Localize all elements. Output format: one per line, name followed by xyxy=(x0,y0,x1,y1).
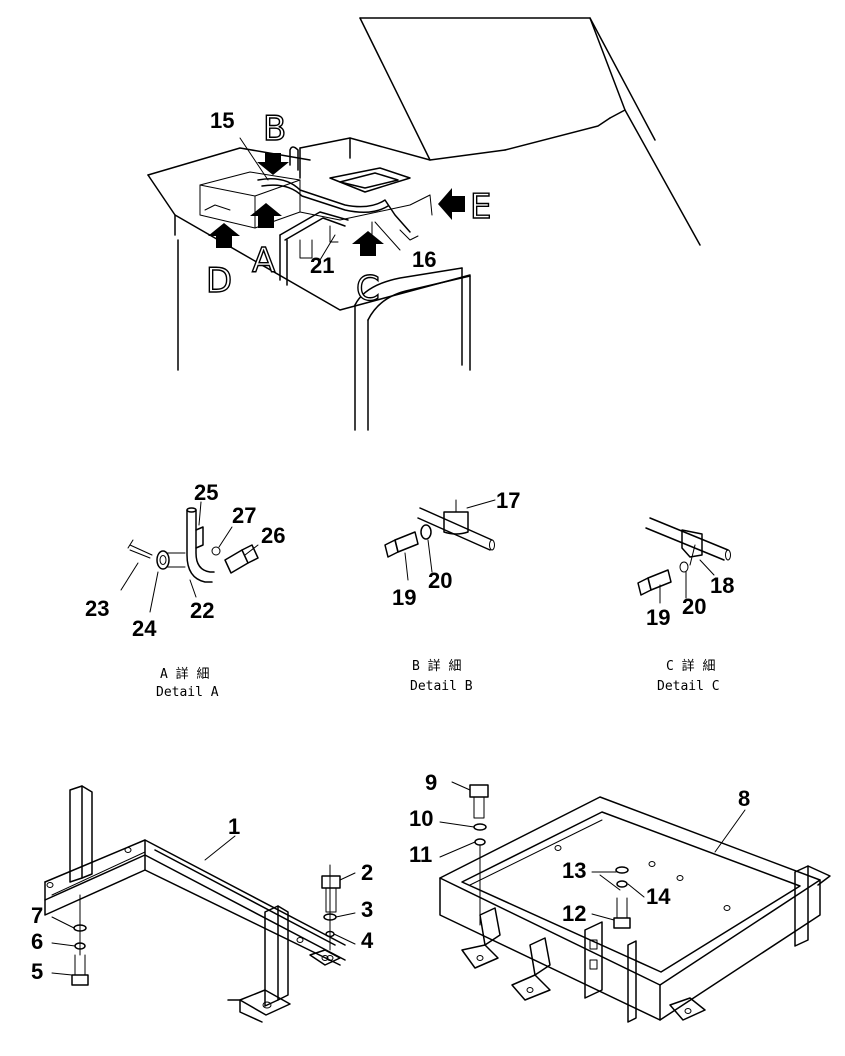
callout-8: 8 xyxy=(738,786,750,811)
view-letter-d: D xyxy=(206,261,232,301)
callout-7: 7 xyxy=(31,903,43,928)
callout-25: 25 xyxy=(194,480,218,505)
callout-24: 24 xyxy=(132,616,157,641)
washer-10 xyxy=(473,823,487,831)
callout-20-b: 20 xyxy=(428,568,452,593)
detail-a-caption-jp: A 詳 細 xyxy=(160,666,209,682)
detail-b-drawing xyxy=(384,499,496,581)
view-arrow-up-icon xyxy=(208,223,240,248)
callout-19-c: 19 xyxy=(646,605,670,630)
detail-c-drawing xyxy=(637,517,731,604)
washer-14 xyxy=(616,880,628,888)
callout-9: 9 xyxy=(425,770,437,795)
tray-drawing xyxy=(439,796,831,1023)
view-arrow-up-icon xyxy=(352,231,384,256)
callout-23: 23 xyxy=(85,596,109,621)
view-arrow-up-icon xyxy=(250,203,282,228)
callout-22: 22 xyxy=(190,598,214,623)
callout-5: 5 xyxy=(31,959,43,984)
callout-18: 18 xyxy=(710,573,734,598)
cab-assembly-drawing xyxy=(147,17,701,431)
bolt-9 xyxy=(469,784,489,819)
callout-11: 11 xyxy=(409,842,432,867)
washer-11 xyxy=(474,838,486,846)
callout-2: 2 xyxy=(361,860,373,885)
callout-10: 10 xyxy=(409,806,433,831)
callout-3: 3 xyxy=(361,897,373,922)
view-letter-e: E xyxy=(470,187,491,227)
view-letter-a: A xyxy=(252,241,275,281)
callout-27: 27 xyxy=(232,503,256,528)
detail-a-caption-en: Detail A xyxy=(156,685,219,700)
detail-c-caption-en: Detail C xyxy=(657,679,720,694)
callout-6: 6 xyxy=(31,929,43,954)
bolt-12 xyxy=(613,897,631,929)
callout-13: 13 xyxy=(562,858,586,883)
detail-b-caption-en: Detail B xyxy=(410,679,473,694)
callout-1: 1 xyxy=(228,814,240,839)
callout-12: 12 xyxy=(562,901,586,926)
callout-16: 16 xyxy=(412,247,436,272)
detail-c-caption-jp: C 詳 細 xyxy=(666,658,715,674)
detail-a-drawing xyxy=(120,501,259,613)
washer-13 xyxy=(615,866,629,874)
view-arrow-down-icon xyxy=(257,153,289,175)
detail-b-caption-jp: B 詳 細 xyxy=(412,658,461,674)
bolt-2 xyxy=(321,875,341,913)
callout-26: 26 xyxy=(261,523,285,548)
callout-15: 15 xyxy=(210,108,234,133)
callout-21: 21 xyxy=(310,253,334,278)
callout-20-c: 20 xyxy=(682,594,706,619)
callout-17: 17 xyxy=(496,488,520,513)
callout-19-b: 19 xyxy=(392,585,416,610)
view-arrow-left-icon xyxy=(438,188,465,220)
view-letter-c: C xyxy=(356,269,380,309)
bracket-frame-drawing xyxy=(44,785,346,1023)
bolt-5 xyxy=(71,954,89,986)
callout-4: 4 xyxy=(361,928,374,953)
view-letter-b: B xyxy=(263,109,286,149)
callout-14: 14 xyxy=(646,884,671,909)
